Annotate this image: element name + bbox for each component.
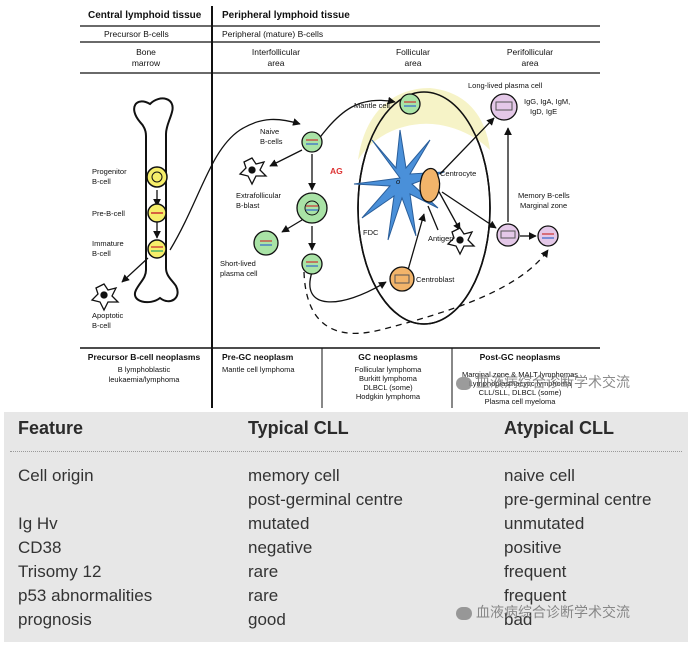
- label-centroblast: Centroblast: [416, 275, 455, 284]
- svg-text:B lymphoblastic: B lymphoblastic: [118, 365, 171, 374]
- svg-text:Follicular: Follicular: [396, 47, 430, 57]
- neoplasm-precursor: Precursor B-cell neoplasms B lymphoblast…: [88, 352, 201, 384]
- col-header-atypical: Atypical CLL: [504, 418, 615, 438]
- label-mantle: Mantle cell: [354, 101, 390, 110]
- cell-immature: [147, 239, 167, 259]
- svg-text:Progenitor: Progenitor: [92, 167, 127, 176]
- svg-text:Follicular lymphoma: Follicular lymphoma: [355, 365, 423, 374]
- svg-text:Burkitt lymphoma: Burkitt lymphoma: [359, 374, 418, 383]
- svg-text:B-cells: B-cells: [260, 137, 283, 146]
- svg-text:Hodgkin lymphoma: Hodgkin lymphoma: [356, 392, 421, 401]
- svg-text:area: area: [404, 58, 421, 68]
- frame-lines: [80, 6, 600, 408]
- svg-text:plasma cell: plasma cell: [220, 269, 258, 278]
- area-follicular: Follicular area: [396, 47, 430, 68]
- cell-centroblast: [389, 266, 415, 292]
- header-peripheral-b: Peripheral (mature) B-cells: [222, 29, 323, 39]
- svg-text:Mantle cell lymphoma: Mantle cell lymphoma: [222, 365, 295, 374]
- neoplasm-post-gc: Post-GC neoplasms Marginal zone & MALT l…: [462, 352, 578, 406]
- svg-text:Perifollicular: Perifollicular: [507, 47, 553, 57]
- label-antigen: Antigen: [428, 234, 453, 243]
- label-ig-types: IgG, IgA, IgM, IgD, IgE: [524, 97, 570, 116]
- cell-marginal-zone: [537, 225, 559, 247]
- col-header-feature: Feature: [18, 418, 84, 438]
- label-apoptotic-left: Apoptotic B-cell: [92, 311, 124, 330]
- svg-text:IgD, IgE: IgD, IgE: [530, 107, 557, 116]
- label-memory: Memory B-cells Marginal zone: [518, 191, 570, 210]
- cell-progenitor: [146, 166, 168, 188]
- col-header-typical: Typical CLL: [248, 418, 349, 438]
- b-cell-differentiation-diagram: Central lymphoid tissue Peripheral lymph…: [80, 6, 600, 408]
- svg-text:Short-lived: Short-lived: [220, 259, 256, 268]
- apoptotic-cell-mid: [238, 157, 268, 186]
- cell-memory-b: [496, 223, 520, 247]
- area-perifollicular: Perifollicular area: [507, 47, 553, 68]
- svg-text:GC neoplasms: GC neoplasms: [358, 352, 418, 362]
- svg-text:area: area: [267, 58, 284, 68]
- watermark-bottom: 血液病综合诊断学术交流: [456, 602, 630, 622]
- svg-text:B-cell: B-cell: [92, 177, 111, 186]
- apoptotic-cell-left: [90, 283, 120, 312]
- header-divider: [10, 451, 682, 452]
- fdc-cell: [353, 129, 445, 241]
- fdc-nucleus-mark: o: [396, 177, 400, 186]
- svg-text:area: area: [521, 58, 538, 68]
- cell-mantle: [399, 93, 421, 115]
- svg-text:Precursor B-cell neoplasms: Precursor B-cell neoplasms: [88, 352, 201, 362]
- svg-text:Memory B-cells: Memory B-cells: [518, 191, 570, 200]
- cell-long-lived-plasma: [490, 93, 518, 121]
- neoplasm-gc: GC neoplasms Follicular lymphoma Burkitt…: [355, 352, 423, 401]
- label-extrafollicular: Extrafollicular B-blast: [236, 191, 282, 210]
- svg-text:DLBCL (some): DLBCL (some): [363, 383, 413, 392]
- svg-text:leukaemia/lymphoma: leukaemia/lymphoma: [109, 375, 181, 384]
- bone-shape: [133, 97, 179, 304]
- svg-text:Bone: Bone: [136, 47, 156, 57]
- svg-text:Marginal zone & MALT lymphomas: Marginal zone & MALT lymphomas: [462, 370, 578, 379]
- svg-text:B-blast: B-blast: [236, 201, 260, 210]
- area-interfollicular: Interfollicular area: [252, 47, 300, 68]
- watermark-top: 血液病综合诊断学术交流: [456, 372, 630, 392]
- header-peripheral: Peripheral lymphoid tissue: [222, 10, 350, 21]
- neoplasm-pre-gc: Pre-GC neoplasm Mantle cell lymphoma: [222, 352, 295, 374]
- cell-short-lived-plasma-right: [301, 253, 323, 275]
- label-centrocyte: Centrocyte: [440, 169, 476, 178]
- label-short-lived: Short-lived plasma cell: [220, 259, 258, 278]
- svg-text:Apoptotic: Apoptotic: [92, 311, 124, 320]
- svg-text:marrow: marrow: [132, 58, 161, 68]
- apoptotic-cell-follicle: [446, 227, 476, 256]
- svg-text:Naive: Naive: [260, 127, 279, 136]
- cell-short-lived-plasma-left: [253, 230, 279, 256]
- label-pre-b: Pre-B-cell: [92, 209, 125, 218]
- svg-text:Immature: Immature: [92, 239, 124, 248]
- wechat-icon: [456, 376, 472, 390]
- area-bone-marrow: Bone marrow: [132, 47, 161, 68]
- header-central: Central lymphoid tissue: [88, 10, 202, 21]
- svg-text:Plasma cell myeloma: Plasma cell myeloma: [485, 397, 557, 406]
- svg-text:Lymphoplasmacytic lymphoma: Lymphoplasmacytic lymphoma: [469, 379, 572, 388]
- cll-comparison-table: Feature Typical CLL Atypical CLL Cell or…: [4, 412, 688, 642]
- svg-text:Post-GC neoplasms: Post-GC neoplasms: [480, 352, 561, 362]
- header-precursor-b: Precursor B-cells: [104, 29, 169, 39]
- svg-text:Extrafollicular: Extrafollicular: [236, 191, 282, 200]
- cell-centrocyte: [419, 167, 441, 203]
- svg-text:Pre-GC neoplasm: Pre-GC neoplasm: [222, 352, 294, 362]
- cell-naive: [301, 131, 323, 153]
- label-ag: AG: [330, 166, 343, 176]
- label-immature: Immature B-cell: [92, 239, 124, 258]
- svg-text:B-cell: B-cell: [92, 321, 111, 330]
- mantle-zone: [358, 88, 490, 160]
- svg-text:CLL/SLL, DLBCL (some): CLL/SLL, DLBCL (some): [479, 388, 562, 397]
- cell-extrafollicular-blast: [296, 192, 328, 224]
- svg-text:Interfollicular: Interfollicular: [252, 47, 300, 57]
- label-long-lived: Long-lived plasma cell: [468, 81, 543, 90]
- label-naive: Naive B-cells: [260, 127, 283, 146]
- label-progenitor: Progenitor B-cell: [92, 167, 127, 186]
- svg-text:B-cell: B-cell: [92, 249, 111, 258]
- label-fdc: FDC: [363, 228, 379, 237]
- wechat-icon: [456, 606, 472, 620]
- svg-text:IgG, IgA, IgM,: IgG, IgA, IgM,: [524, 97, 570, 106]
- svg-text:Marginal zone: Marginal zone: [520, 201, 567, 210]
- cell-pre-b: [147, 203, 167, 223]
